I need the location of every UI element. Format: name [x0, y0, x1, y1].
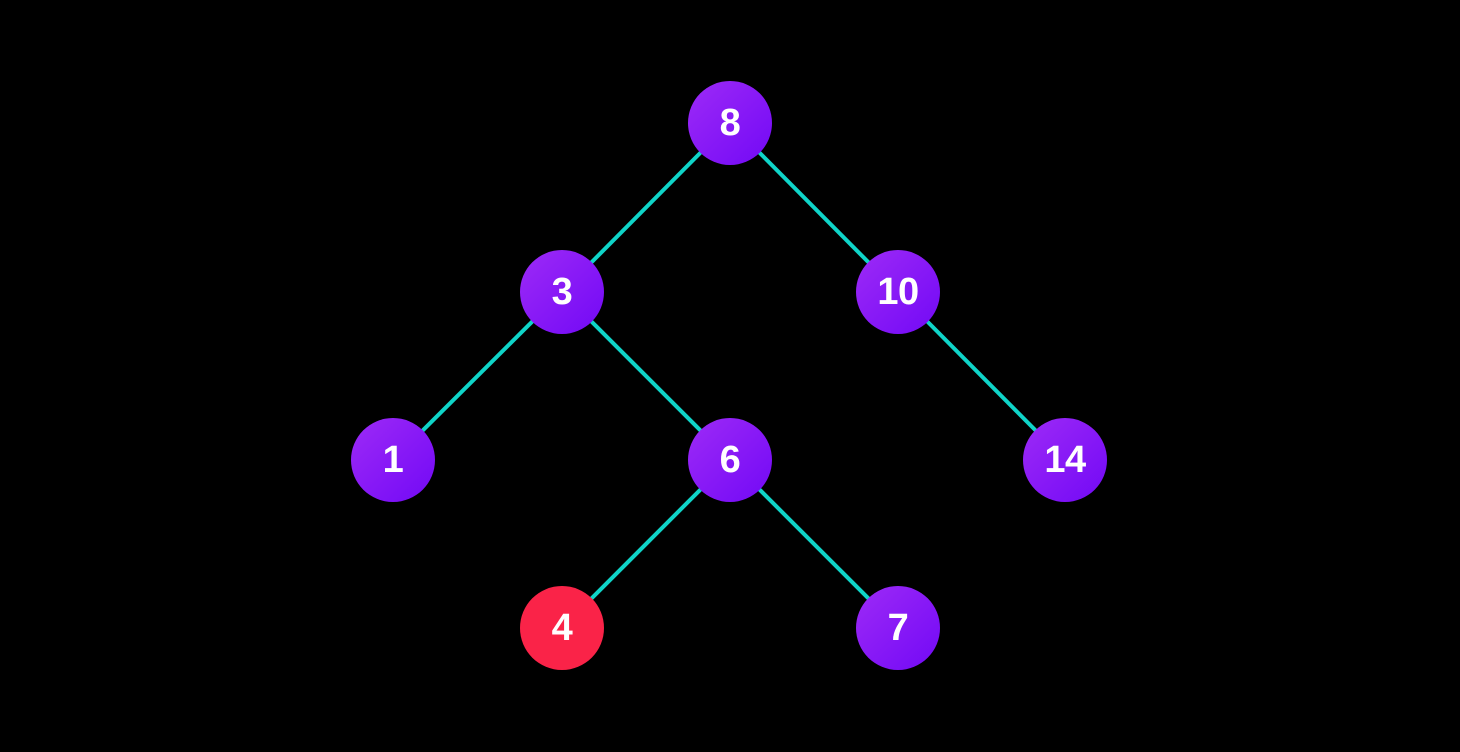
tree-node-label: 10 — [877, 271, 919, 313]
tree-node-4[interactable]: 4 — [520, 586, 604, 670]
tree-edge — [588, 318, 704, 434]
tree-edge — [419, 318, 536, 434]
tree-edge — [756, 486, 872, 602]
tree-node-label: 8 — [719, 102, 741, 144]
tree-node-10[interactable]: 10 — [856, 250, 940, 334]
tree-node-label: 4 — [551, 607, 573, 649]
tree-edge — [588, 149, 704, 266]
tree-node-label: 7 — [887, 607, 909, 649]
tree-node-8[interactable]: 8 — [688, 81, 772, 165]
tree-node-label: 6 — [719, 439, 741, 481]
tree-node-label: 1 — [382, 439, 404, 481]
tree-node-1[interactable]: 1 — [351, 418, 435, 502]
tree-node-14[interactable]: 14 — [1023, 418, 1107, 502]
tree-edge — [756, 149, 872, 266]
tree-edge — [588, 486, 704, 602]
tree-node-3[interactable]: 3 — [520, 250, 604, 334]
tree-node-label: 14 — [1044, 439, 1086, 481]
tree-node-label: 3 — [551, 271, 573, 313]
tree-node-6[interactable]: 6 — [688, 418, 772, 502]
tree-edge — [924, 318, 1039, 434]
tree-node-7[interactable]: 7 — [856, 586, 940, 670]
